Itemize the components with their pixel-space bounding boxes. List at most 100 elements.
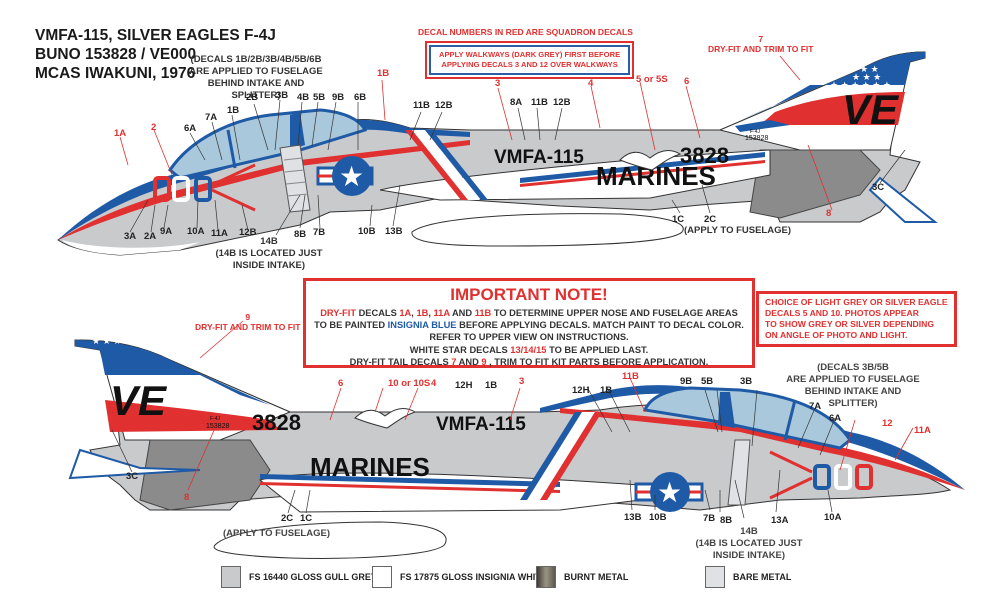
label-6-bottom: 6 <box>338 378 344 389</box>
label-3-bottom: 3 <box>519 376 525 387</box>
label-3b: 3B <box>276 90 289 101</box>
note-line: APPLY WALKWAYS (DARK GREY) FIRST BEFORE <box>439 50 621 59</box>
top-exhaust <box>749 149 881 219</box>
label-1b: 1B <box>227 105 240 116</box>
top-nose-white-band <box>62 240 200 255</box>
top-tail-red <box>760 92 905 125</box>
label-4b: 4B <box>297 92 310 103</box>
label-7b: 7B <box>313 227 326 238</box>
top-nose-number-second <box>172 176 190 202</box>
label-6b: 6B <box>354 92 367 103</box>
label-13a: 13A <box>771 515 789 526</box>
note-line: (DECALS 1B/2B/3B/4B/5B/6B <box>190 54 322 65</box>
label-3a: 3A <box>124 231 137 242</box>
bottom-nose-number-first <box>855 464 873 490</box>
swatch-bare-metal <box>705 566 725 588</box>
top-nose-number-blue <box>194 176 212 202</box>
top-apply-to-fuselage-note: (APPLY TO FUSELAGE) <box>684 225 791 236</box>
bottom-aircraft-profile: VE ★ ★★ ★ ★ ★★ ★ ★ ★ ★ ★ ★ VMFA-115 MARI… <box>68 320 965 559</box>
red-leader-lines <box>119 55 914 491</box>
label-5-or-5s: 5 or 5S <box>636 74 668 85</box>
note-line: 14B <box>260 236 278 247</box>
top-modex-text: 3828 <box>680 143 729 168</box>
bottom-fuselage-decal-note: (DECALS 3B/5B ARE APPLIED TO FUSELAGE BE… <box>782 362 924 410</box>
label-6a-bottom: 6A <box>829 413 842 424</box>
bottom-nose-red-stripe <box>560 408 965 490</box>
bottom-tail-red <box>105 400 280 432</box>
important-note-line-5: DRY-FIT TAIL DECALS 7 AND 9 , TRIM TO FI… <box>306 356 752 368</box>
label-4-bottom: 4 <box>431 378 437 389</box>
label-3: 3 <box>495 78 501 89</box>
note-line: BEHIND INTAKE AND SPLITTER) <box>207 78 305 101</box>
svg-text:★: ★ <box>657 477 682 508</box>
bottom-diagonal-stripe <box>525 412 595 500</box>
important-note-box: IMPORTANT NOTE! DRY-FIT DECALS 1A, 1B, 1… <box>303 278 755 368</box>
bottom-modex-text: 3828 <box>252 410 301 435</box>
important-note-title: IMPORTANT NOTE! <box>450 285 608 304</box>
legend-label: FS 17875 GLOSS INSIGNIA WHITE <box>400 572 547 582</box>
bottom-squadron-text: VMFA-115 <box>436 414 526 435</box>
label-1a: 1A <box>114 128 127 139</box>
label-12h: 12H <box>455 380 473 391</box>
label-9a: 9A <box>160 226 173 237</box>
bottom-nose-number-second <box>834 464 852 490</box>
text-run: AND <box>456 356 482 367</box>
top-stabilator <box>868 176 938 223</box>
important-note-line-1: DRY-FIT DECALS 1A, 1B, 11A AND 11B TO DE… <box>306 307 752 319</box>
note-line: (14B IS LOCATED JUST <box>695 538 803 549</box>
eagle-choice-note: CHOICE OF LIGHT GREY OR SILVER EAGLE DEC… <box>756 291 957 347</box>
label-1c-bottom: 1C <box>300 513 313 524</box>
note-line: BEHIND INTAKE AND SPLITTER) <box>804 386 902 409</box>
decal-number: 9 <box>245 312 251 322</box>
text-run: WHITE STAR DECALS <box>409 344 511 355</box>
label-2a: 2A <box>144 231 157 242</box>
walkways-note: APPLY WALKWAYS (DARK GREY) FIRST BEFORE … <box>429 45 631 75</box>
text-run: , TRIM TO FIT KIT PARTS BEFORE APPLICATI… <box>486 356 709 367</box>
svg-text:★ ★: ★ ★ <box>860 64 879 74</box>
squadron-decals-note: DECAL NUMBERS IN RED ARE SQUADRON DECALS <box>418 27 633 37</box>
black-leader-lines <box>111 99 906 519</box>
note-line: (DECALS 3B/5B <box>817 362 889 373</box>
text-run: BEFORE APPLYING DECALS. MATCH PAINT TO D… <box>456 320 744 331</box>
swatch-burnt-metal <box>536 566 556 588</box>
label-12b-3: 12B <box>239 227 257 238</box>
text-run: , <box>428 308 434 318</box>
bottom-intake-note: 14B (14B IS LOCATED JUST INSIDE INTAKE) <box>694 526 804 562</box>
label-1b-red: 1B <box>377 68 390 79</box>
dry-fit-9-note: 9 DRY-FIT AND TRIM TO FIT <box>195 312 300 332</box>
label-2: 2 <box>151 122 157 133</box>
text-run: 1B <box>416 308 429 318</box>
note-line: ON ANGLE OF PHOTO AND LIGHT. <box>765 330 908 340</box>
text-run: INSIGNIA BLUE <box>387 320 457 331</box>
note-line: APPLYING DECALS 3 AND 12 OVER WALKWAYS <box>441 60 618 69</box>
svg-text:★ ★ ★ ★ ★ ★: ★ ★ ★ ★ ★ ★ <box>92 336 153 346</box>
legend-gull-grey: FS 16440 GLOSS GULL GREY <box>221 566 377 588</box>
label-8: 8 <box>826 208 832 219</box>
label-10a: 10A <box>187 226 205 237</box>
label-3c: 3C <box>872 182 885 193</box>
legend-insignia-white: FS 17875 GLOSS INSIGNIA WHITE <box>372 566 547 588</box>
label-7a: 7A <box>205 112 218 123</box>
label-1b-bottom: 1B <box>485 380 498 391</box>
text-run: DRY-FIT <box>320 308 356 318</box>
label-4: 4 <box>588 78 594 89</box>
top-aircraft-profile: VE ★ ★★ ★ ★★ ★ ★ ★ ★ ★ ★ <box>57 51 938 256</box>
text-run: DRY-FIT TAIL DECALS <box>349 356 452 367</box>
note-line: TO SHOW GREY OR SILVER DEPENDING <box>765 319 935 329</box>
note-line: CHOICE OF LIGHT GREY OR SILVER EAGLE <box>765 297 948 307</box>
note-line: DECALS 5 AND 10. PHOTOS APPEAR <box>765 308 919 318</box>
note-line: (14B IS LOCATED JUST <box>215 248 323 259</box>
top-tail-blue <box>740 52 925 120</box>
bottom-stabilator <box>68 448 201 480</box>
bottom-tail-code: VE <box>110 377 168 424</box>
text-run: AND <box>449 308 475 318</box>
text-run: DECALS <box>356 308 400 318</box>
text-run: 7 <box>451 356 457 367</box>
bottom-exhaust <box>139 439 271 511</box>
top-squadron-text: VMFA-115 <box>494 147 584 168</box>
label-8b: 8B <box>294 229 307 240</box>
title-line-2: BUNO 153828 / VE000 <box>35 46 197 63</box>
label-1c: 1C <box>672 214 685 225</box>
label-3b-bottom: 3B <box>740 376 753 387</box>
